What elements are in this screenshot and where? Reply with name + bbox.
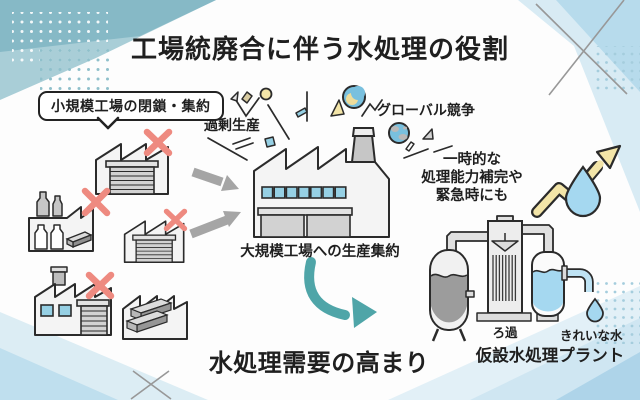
global-competition-label: グローバル競争: [377, 102, 475, 118]
water-drop-icon: [586, 297, 604, 323]
note-line-1: 一時的な: [443, 152, 501, 168]
clean-water-tank-icon: [531, 251, 565, 322]
page-title: 工場統廃合に伴う水処理の役割: [130, 34, 509, 64]
red-x-icon: [81, 187, 111, 217]
closed-warehouse-icon: [125, 211, 185, 262]
bubble-tail: [96, 116, 120, 130]
steel-beam-icon: [65, 231, 93, 249]
burst-decoration: [207, 85, 453, 161]
factory-windows: [261, 186, 347, 199]
raw-water-tank-icon: [429, 249, 475, 342]
gray-right-arrow-icon: [189, 211, 241, 239]
temporary-capacity-note: 一時的な 処理能力補完や 緊急時にも: [408, 151, 536, 205]
gray-right-arrow-icon: [191, 167, 239, 191]
water-demand-caption: 水処理需要の高まり: [208, 350, 430, 377]
red-x-icon: [85, 271, 115, 300]
plant-caption: 仮設水処理プラント: [475, 347, 625, 365]
bubble-label: 小規模工場の閉鎖・集約: [51, 98, 211, 114]
closed-warehouse-icon: [96, 132, 169, 194]
water-drop-icon: [564, 165, 602, 218]
water-treatment-plant-icon: [429, 215, 604, 342]
small-factory-closure-bubble: 小規模工場の閉鎖・集約: [38, 91, 224, 130]
closed-bottling-factory-icon: [28, 187, 111, 252]
globe-icon: [388, 122, 410, 144]
teal-curved-arrow-icon: [304, 257, 377, 328]
faucet-icon: [561, 265, 594, 292]
large-factory-icon: [253, 127, 390, 238]
x-cross-icon: [130, 370, 172, 400]
note-line-3: 緊急時にも: [435, 188, 509, 204]
corner-decoration-top-left: [0, 0, 216, 100]
filtration-label: ろ過: [492, 326, 518, 340]
filtration-column-icon: [476, 220, 532, 322]
large-factory-caption: 大規模工場への生産集約: [240, 244, 400, 260]
steel-beam-factory-icon: [122, 295, 188, 340]
closed-chimney-factory-icon: [34, 266, 115, 336]
note-line-2: 処理能力補完や: [421, 170, 523, 186]
overproduction-label: 過剰生産: [204, 117, 260, 133]
corner-decoration-top-right: [518, 0, 640, 212]
steel-beam-icon: [125, 298, 173, 333]
clean-water-label: きれいな水: [560, 329, 623, 343]
x-cross-icon: [535, 0, 628, 96]
globe-icon: [342, 85, 366, 109]
